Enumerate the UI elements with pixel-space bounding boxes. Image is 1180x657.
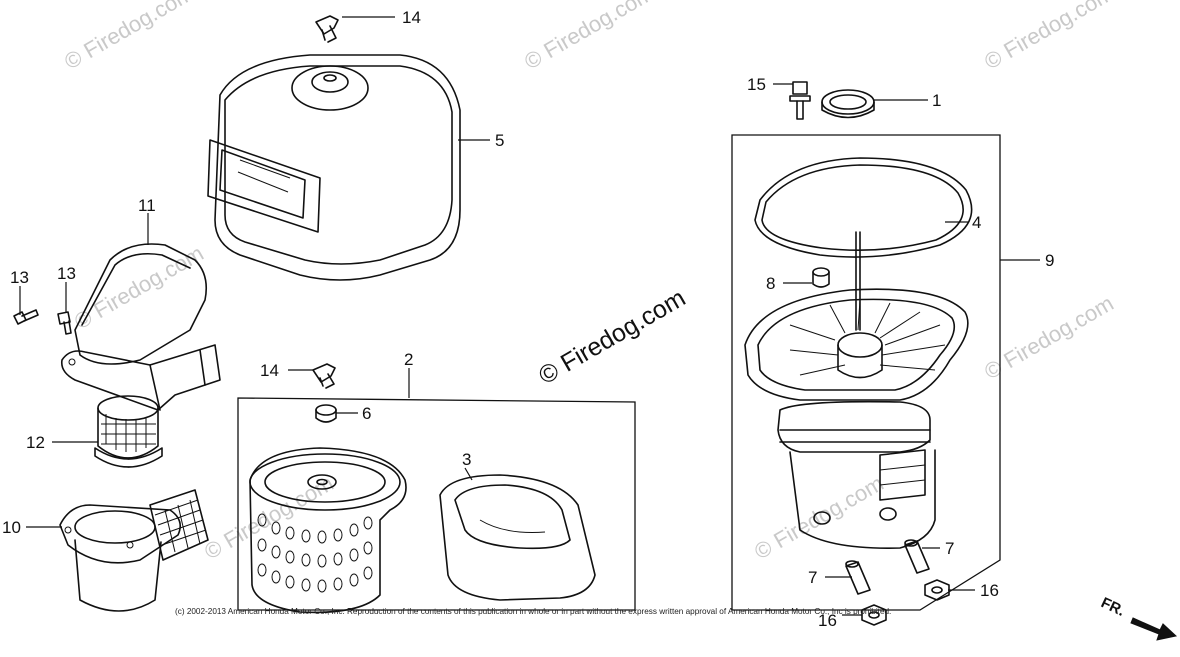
callout-10: 10 — [2, 518, 21, 537]
callout-11: 11 — [138, 196, 156, 215]
callout-13-left: 13 — [10, 268, 29, 287]
callout-5: 5 — [495, 131, 504, 150]
callout-3: 3 — [462, 450, 471, 469]
callout-16-right: 16 — [980, 581, 999, 600]
part-7-collar-b — [845, 560, 871, 595]
filter-element — [249, 447, 407, 614]
assembly-9-box — [731, 134, 1001, 611]
callout-2: 2 — [404, 350, 413, 369]
watermark-group: © Firedog.com © Firedog.com © Firedog.co… — [60, 0, 1118, 564]
watermark-mid-right: © Firedog.com — [980, 290, 1118, 384]
part-8-collar — [812, 267, 830, 288]
part-15-bolt — [789, 81, 811, 120]
callout-9: 9 — [1045, 251, 1054, 270]
copyright-notice: (c) 2002-2013 American Honda Motor Co., … — [175, 607, 892, 616]
leader-lines — [19, 16, 1040, 616]
front-arrow-icon — [1130, 617, 1178, 641]
callout-14-top: 14 — [402, 8, 421, 27]
watermark-top-left: © Firedog.com — [60, 0, 198, 74]
front-direction-indicator: FR. — [1098, 594, 1178, 641]
part-9-case — [744, 231, 969, 549]
watermark-top-center: © Firedog.com — [520, 0, 658, 74]
assembly-2-box — [237, 397, 636, 611]
callout-12: 12 — [26, 433, 45, 452]
callout-4: 4 — [972, 213, 981, 232]
part-11-cover — [60, 243, 221, 411]
watermark-bottom-left: © Firedog.com — [200, 470, 338, 564]
callout-8: 8 — [766, 274, 775, 293]
watermark-bottom-right: © Firedog.com — [750, 470, 888, 564]
front-label: FR. — [1098, 594, 1127, 620]
callout-14-mid: 14 — [260, 361, 279, 380]
part-5-cover — [207, 54, 461, 281]
watermark-top-right: © Firedog.com — [980, 0, 1118, 74]
part-16-nut-a — [924, 579, 950, 601]
watermark-center: © Firedog.com — [534, 284, 690, 390]
callouts: 14 5 15 1 4 9 8 11 13 13 14 2 6 3 12 10 … — [2, 8, 1054, 630]
callout-6: 6 — [362, 404, 371, 423]
part-13-bolt-b — [57, 311, 72, 335]
part-3-foam — [439, 474, 596, 601]
part-6-grommet — [315, 404, 337, 423]
part-16-nut-b — [861, 604, 887, 626]
part-1-seal-ring — [821, 89, 875, 119]
callout-16-left: 16 — [818, 611, 837, 630]
part-13-bolt-a — [13, 309, 39, 325]
callout-1: 1 — [932, 91, 941, 110]
part-14-wing-nut-top — [315, 15, 339, 43]
part-7-collar-a — [904, 539, 930, 574]
part-4-gasket — [754, 157, 973, 258]
part-14-wing-nut-mid — [312, 363, 336, 389]
filter-perforations — [257, 513, 373, 593]
part-10-holder — [59, 489, 209, 612]
callout-7-right: 7 — [945, 539, 954, 558]
callout-7-left: 7 — [808, 568, 817, 587]
callout-13-right: 13 — [57, 264, 76, 283]
callout-15: 15 — [747, 75, 766, 94]
part-12-screen — [94, 395, 163, 468]
